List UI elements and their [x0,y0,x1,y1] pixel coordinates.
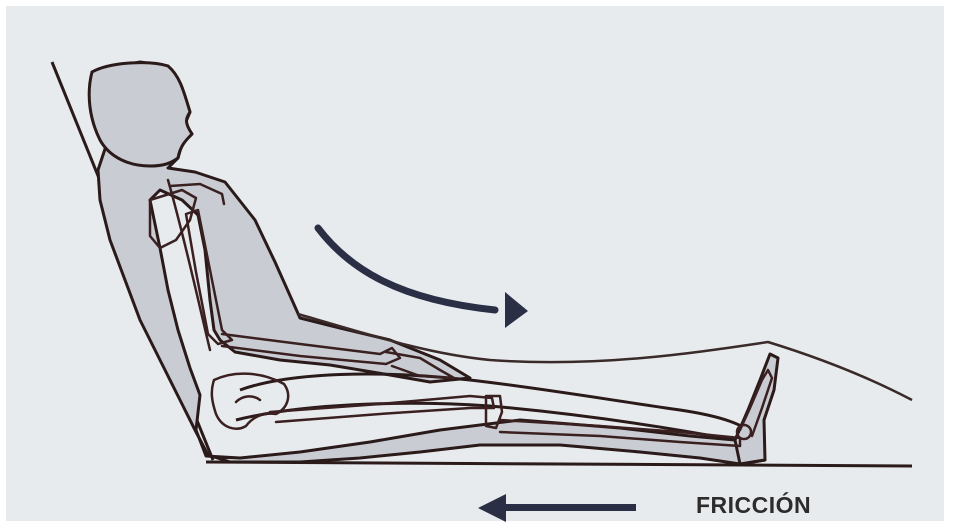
friction-arrow-shaft [498,504,636,511]
foot [735,354,778,464]
motion-arrow-head [505,292,528,328]
motion-arrow [318,228,528,328]
pelvis-detail [236,396,260,402]
motion-arrow-shaft [318,228,495,310]
body-silhouette [89,62,778,464]
femur-bone [270,396,494,422]
friction-arrow-head [478,494,506,522]
friction-arrow [478,494,636,522]
friction-label: FRICCIÓN [696,494,811,517]
